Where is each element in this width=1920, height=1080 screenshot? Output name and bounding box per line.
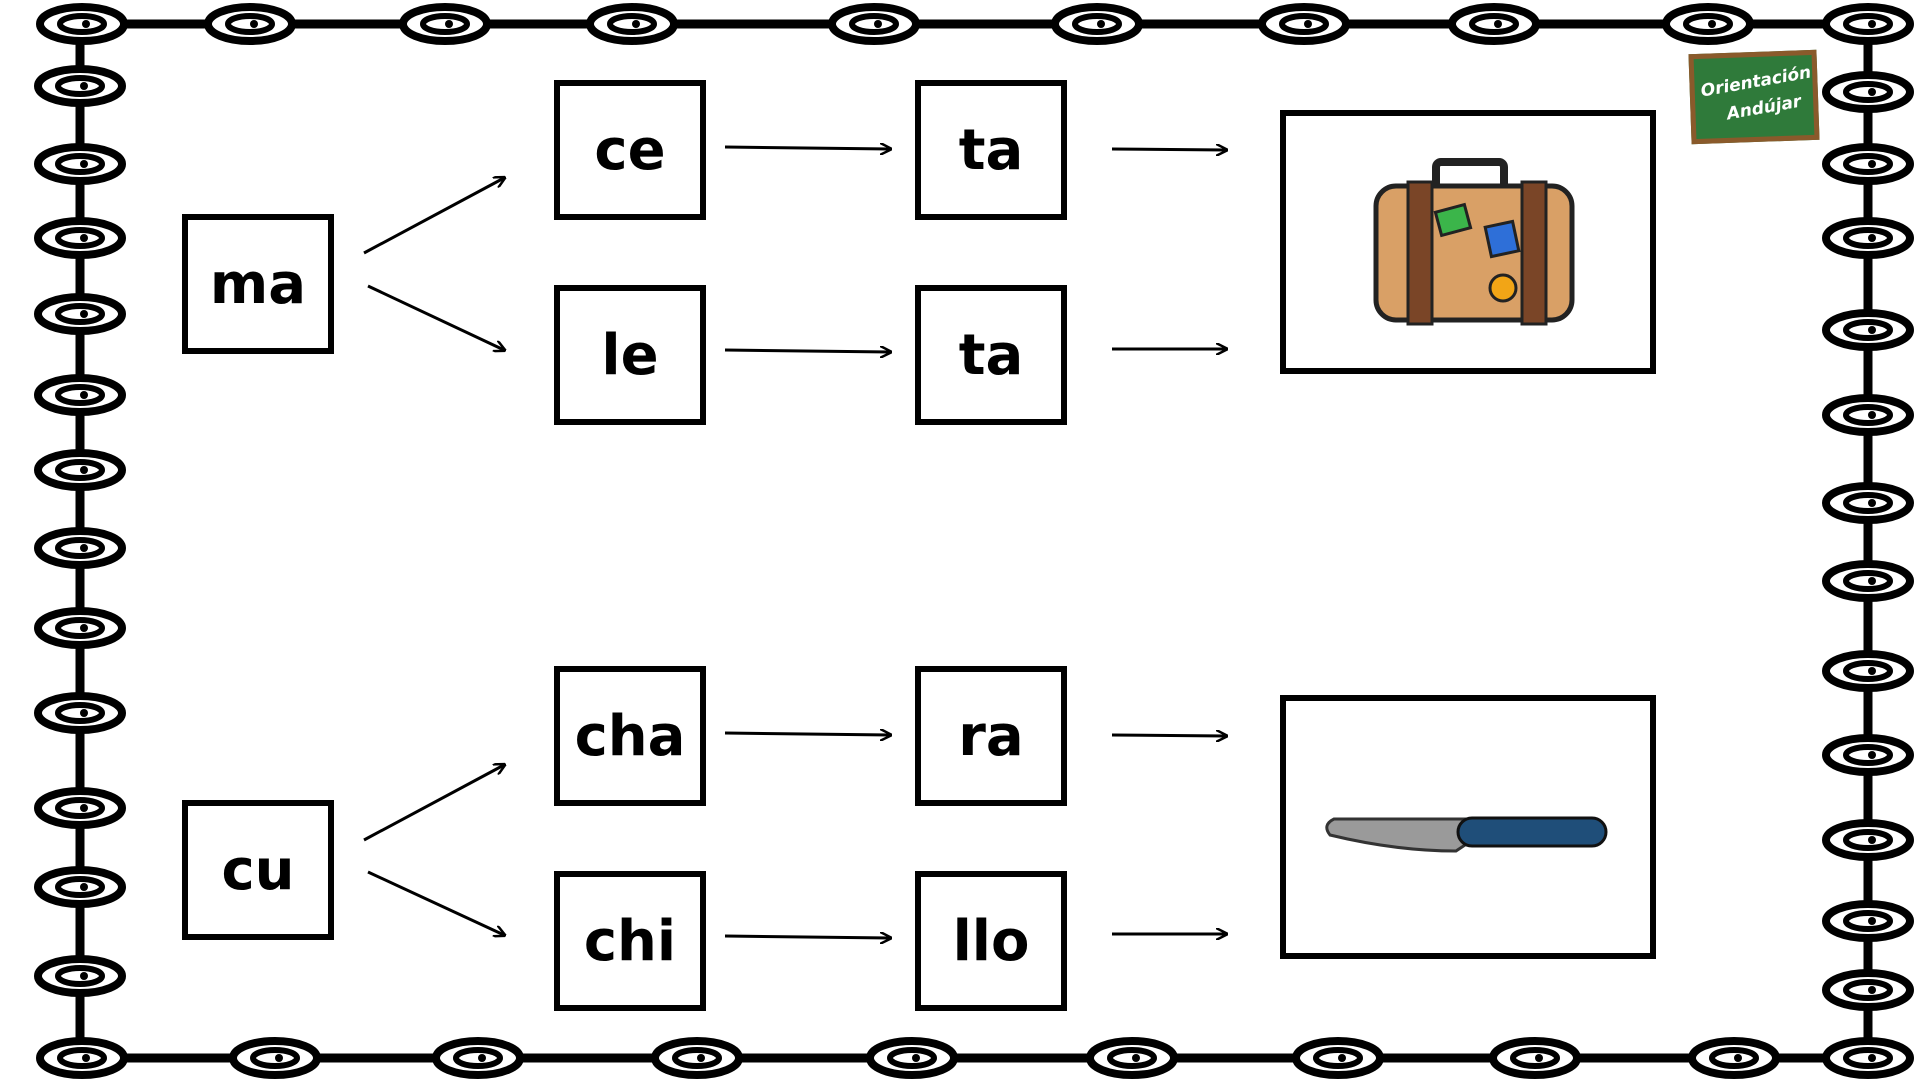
spiral-icon [34,527,126,569]
spiral-icon [1258,3,1350,45]
spiral-icon [1822,900,1914,942]
spiral-icon [36,3,128,45]
spiral-icon [1822,560,1914,602]
spiral-icon [1822,819,1914,861]
syllable-ra: ra [915,666,1067,806]
syllable-cha: cha [554,666,706,806]
start-syllable-ma: ma [182,214,334,354]
spiral-icon [34,293,126,335]
spiral-icon [1822,143,1914,185]
spiral-icon [432,1037,524,1079]
spiral-icon [34,866,126,908]
picture-box-suitcase [1280,110,1656,374]
spiral-icon [399,3,491,45]
spiral-icon [1051,3,1143,45]
spiral-icon [1822,309,1914,351]
spiral-icon [866,1037,958,1079]
spiral-icon [1822,969,1914,1011]
spiral-icon [1822,3,1914,45]
spiral-icon [651,1037,743,1079]
spiral-icon [1489,1037,1581,1079]
spiral-icon [34,374,126,416]
spiral-icon [1688,1037,1780,1079]
spiral-icon [34,607,126,649]
spiral-icon [229,1037,321,1079]
spiral-icon [1822,734,1914,776]
spiral-icon [1822,482,1914,524]
spiral-icon [828,3,920,45]
spiral-icon [34,787,126,829]
spiral-icon [1292,1037,1384,1079]
spiral-icon [1822,71,1914,113]
syllable-ce: ce [554,80,706,220]
knife-icon [1325,816,1608,853]
start-syllable-cu: cu [182,800,334,940]
syllable-le: le [554,285,706,425]
spiral-icon [34,65,126,107]
spiral-icon [1822,1037,1914,1079]
spiral-icon [34,449,126,491]
spiral-icon [586,3,678,45]
syllable-llo: llo [915,871,1067,1011]
orientacion-andujar-logo: Orientación Andújar [1688,49,1824,148]
suitcase-icon [1373,158,1575,326]
syllable-ta-1: ta [915,80,1067,220]
spiral-icon [34,143,126,185]
spiral-icon [1448,3,1540,45]
syllable-chi: chi [554,871,706,1011]
spiral-icon [1822,217,1914,259]
spiral-icon [36,1037,128,1079]
spiral-icon [34,692,126,734]
spiral-icon [1822,394,1914,436]
spiral-icon [1086,1037,1178,1079]
spiral-icon [34,217,126,259]
spiral-icon [34,955,126,997]
spiral-icon [1822,650,1914,692]
picture-box-knife [1280,695,1656,959]
spiral-icon [204,3,296,45]
spiral-icon [1662,3,1754,45]
syllable-ta-2: ta [915,285,1067,425]
